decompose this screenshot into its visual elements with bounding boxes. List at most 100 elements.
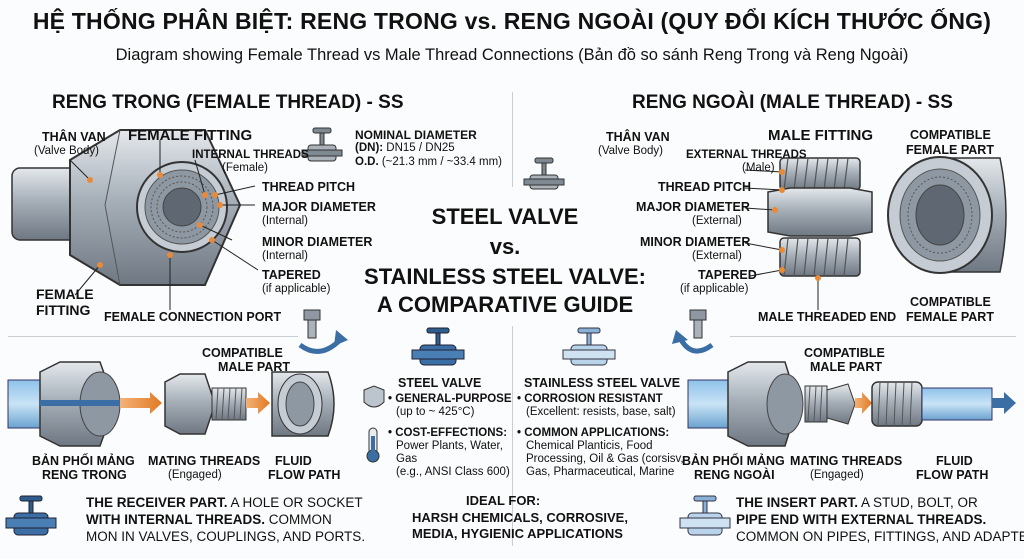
external-threads-label: EXTERNAL THREADS: [686, 149, 807, 161]
left-mating-sub: (Engaged): [168, 469, 222, 481]
steel-bullet-2-sub-3: (e.g., ANSI Class 600): [396, 466, 510, 478]
left-compatible-label-2: MALE PART: [218, 360, 290, 374]
steel-bullet-1-sub: (up to ~ 425°C): [396, 406, 475, 418]
steel-bullet-2: • COST-EFFECTIONS:: [388, 427, 508, 439]
steel-valve-title: STEEL VALVE: [398, 376, 482, 390]
left-compatible-label-1: COMPATIBLE: [202, 346, 283, 360]
right-valve-body-sub: (Valve Body): [598, 145, 663, 157]
male-assembly-illustration: [687, 361, 1016, 447]
left-valve-body-sub: (Valve Body): [34, 145, 99, 157]
steel-bullet-2-sub-2: Gas: [396, 453, 418, 465]
ideal-for-line-2: HARSH CHEMICALS, CORROSIVE,: [412, 510, 628, 525]
right-tapered-sub: (if applicable): [680, 283, 749, 295]
guide-title-4: A COMPARATIVE GUIDE: [376, 292, 634, 317]
stainless-bullet-2-sub-3: Gas, Pharmaceutical, Marine: [526, 466, 675, 478]
right-fluid-label-1: FLUID: [936, 454, 973, 468]
stainless-bullet-1: • CORROSION RESISTANT: [517, 393, 663, 405]
stainless-bullet-2-sub-1: Chemical Planticis, Food: [526, 440, 653, 452]
bolt-rotate-icon-left: [298, 309, 348, 354]
female-fitting-label-1: FEMALE: [36, 286, 94, 302]
right-valve-body-label: THÂN VAN: [606, 130, 670, 144]
left-heading: RENG TRONG (FEMALE THREAD) - SS: [52, 92, 404, 113]
left-major-diameter-label: MAJOR DIAMETER: [262, 200, 376, 214]
stainless-valve-title: STAINLESS STEEL VALVE: [524, 376, 681, 390]
ideal-for-line-3: MEDIA, HYGIENIC APPLICATIONS: [412, 526, 623, 541]
thermometer-icon: [366, 427, 380, 463]
left-assembly-label-1: BẢN PHỐI MẢNG: [32, 454, 135, 468]
right-mating-sub: (Engaged): [810, 469, 864, 481]
valve-icon-steel: [411, 327, 465, 366]
right-compatible-male-1: COMPATIBLE: [804, 346, 885, 360]
right-thread-pitch-label: THREAD PITCH: [658, 180, 752, 194]
right-minor-sub: (External): [692, 250, 742, 262]
left-bottom-line-1: THE RECEIVER PART. A HOLE OR SOCKET: [86, 495, 363, 510]
right-major-sub: (External): [692, 215, 742, 227]
nominal-od-line: O.D. (~21.3 mm / ~33.4 mm): [355, 156, 502, 168]
right-compatible-female-b1: COMPATIBLE: [910, 295, 991, 309]
page-title: HỆ THỐNG PHÂN BIỆT: RENG TRONG vs. RENG …: [32, 8, 992, 34]
left-tapered-sub: (if applicable): [262, 283, 331, 295]
male-fitting-illustration: [767, 156, 1007, 277]
valve-icon-stainless: [562, 327, 616, 366]
valve-icon-bottom-left: [5, 495, 57, 536]
left-thread-pitch-label: THREAD PITCH: [262, 180, 356, 194]
valve-icon-center: [523, 157, 565, 190]
female-assembly-illustration: [7, 361, 335, 447]
internal-threads-sub: (Female): [222, 162, 269, 174]
right-major-diameter-label: MAJOR DIAMETER: [636, 200, 750, 214]
left-minor-diameter-label: MINOR DIAMETER: [262, 235, 373, 249]
female-fitting-label-2: FITTING: [36, 302, 91, 318]
guide-title-1: STEEL VALVE: [431, 204, 579, 229]
left-assembly-label-2: RENG TRONG: [42, 468, 127, 482]
divider-bottom: [512, 326, 513, 546]
left-major-sub: (Internal): [262, 215, 309, 227]
male-threaded-end-label: MALE THREADED END: [758, 310, 897, 324]
stainless-bullet-1-sub: (Excellent: resists, base, salt): [526, 406, 676, 418]
ideal-for-title: IDEAL FOR:: [466, 493, 541, 508]
right-tapered-label: TAPERED: [698, 268, 757, 282]
nominal-diameter-title: NOMINAL DIAMETER: [355, 128, 477, 142]
stainless-bullet-2: • COMMON APPLICATIONS:: [517, 427, 670, 439]
divider-right-h: [730, 336, 1016, 337]
guide-title-2: vs.: [489, 234, 521, 259]
left-bottom-line-3: MON IN VALVES, COUPLINGS, AND PORTS.: [86, 529, 366, 544]
left-tapered-label: TAPERED: [262, 268, 321, 282]
right-compatible-female-2: FEMALE PART: [906, 143, 994, 157]
right-assembly-label-2: RENG NGOÀI: [694, 468, 775, 482]
right-assembly-label-1: BẢN PHỐI MẢNG: [682, 454, 785, 468]
left-valve-body-label: THÂN VAN: [42, 130, 106, 144]
right-mating-label: MATING THREADS: [790, 454, 903, 468]
right-bottom-line-3: COMMON ON PIPES, FITTINGS, AND ADAPTERS.: [736, 529, 1024, 544]
internal-threads-label: INTERNAL THREADS: [192, 149, 309, 161]
left-minor-sub: (Internal): [262, 250, 309, 262]
page-subtitle: Diagram showing Female Thread vs Male Th…: [115, 46, 909, 64]
right-fluid-label-2: FLOW PATH: [916, 468, 989, 482]
divider-top: [512, 92, 513, 187]
valve-icon-bottom-right: [679, 495, 731, 536]
right-compatible-female-b2: FEMALE PART: [906, 310, 994, 324]
left-fluid-label-1: FLUID: [275, 454, 312, 468]
female-fitting-title: FEMALE FITTING: [128, 127, 253, 144]
female-connection-port-label: FEMALE CONNECTION PORT: [104, 310, 282, 324]
left-fluid-label-2: FLOW PATH: [268, 468, 341, 482]
stainless-bullet-2-sub-2: Processing, Oil & Gas (corsisv,: [526, 453, 684, 465]
valve-icon-nominal: [301, 127, 343, 162]
shield-icon: [363, 385, 385, 408]
right-bottom-line-2: PIPE END WITH EXTERNAL THREADS.: [736, 512, 987, 527]
steel-bullet-1: • GENERAL-PURPOSE: [388, 393, 512, 405]
steel-bullet-2-sub-1: Power Plants, Water,: [396, 440, 503, 452]
right-compatible-female-1: COMPATIBLE: [910, 128, 991, 142]
guide-title-3: STAINLESS STEEL VALVE:: [364, 264, 646, 289]
right-heading: RENG NGOÀI (MALE THREAD) - SS: [632, 92, 953, 113]
bolt-rotate-icon-right: [672, 309, 714, 354]
external-threads-sub: (Male): [742, 162, 775, 174]
divider-left-h: [8, 336, 298, 337]
left-mating-label: MATING THREADS: [148, 454, 261, 468]
male-fitting-title: MALE FITTING: [768, 127, 873, 144]
right-minor-diameter-label: MINOR DIAMETER: [640, 235, 751, 249]
right-bottom-line-1: THE INSERT PART. A STUD, BOLT, OR: [736, 495, 978, 510]
left-bottom-line-2: WITH INTERNAL THREADS. COMMON: [86, 512, 332, 527]
right-compatible-male-2: MALE PART: [810, 360, 882, 374]
nominal-dn-line: (DN): DN15 / DN25: [355, 142, 455, 154]
